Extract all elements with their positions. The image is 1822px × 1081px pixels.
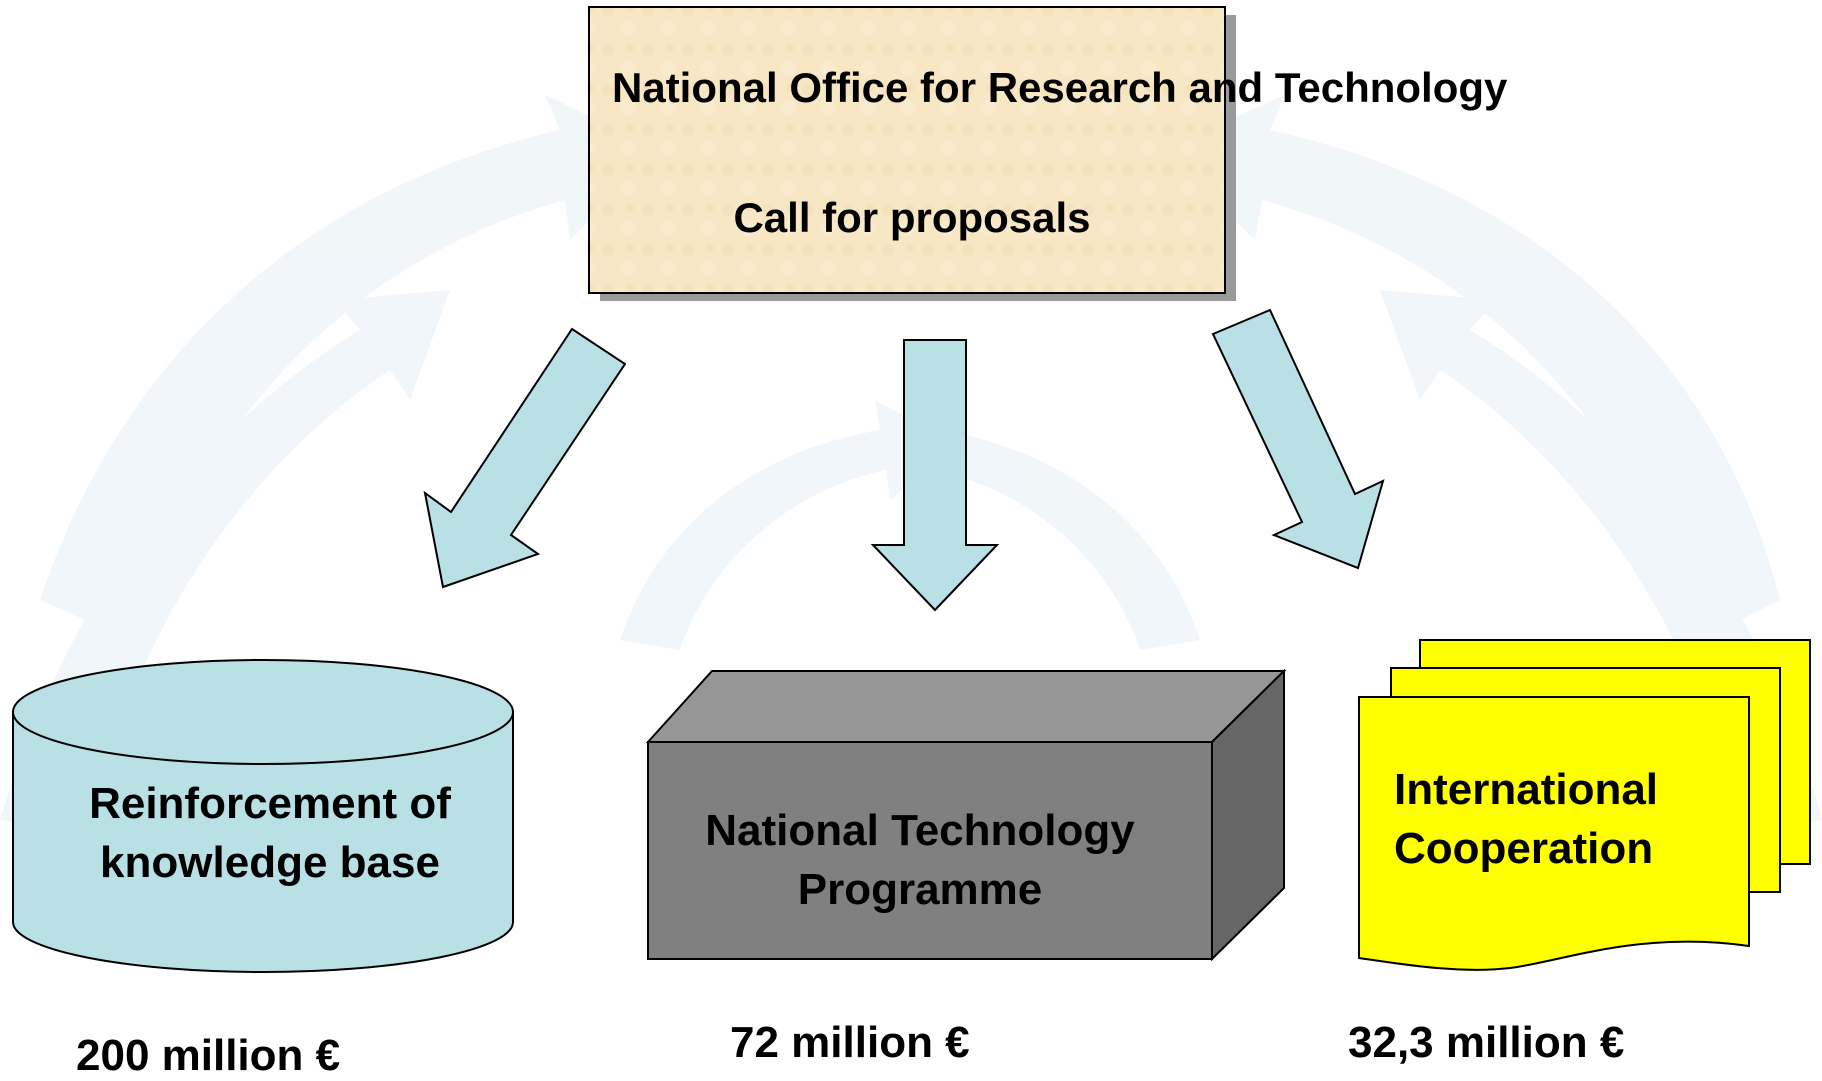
technology-programme-label: National Technology Programme <box>705 806 1135 914</box>
knowledge-base-amount: 200 million € <box>76 1031 341 1080</box>
office-title: National Office for Research and Technol… <box>612 64 1508 111</box>
international-cooperation-amount: 32,3 million € <box>1348 1018 1625 1067</box>
knowledge-base-cylinder <box>12 659 514 973</box>
arrow-right <box>1211 308 1385 570</box>
call-for-proposals-label: Call for proposals <box>733 194 1091 241</box>
technology-programme-amount: 72 million € <box>730 1018 970 1067</box>
arrow-left <box>423 327 627 589</box>
header-box <box>588 6 1226 294</box>
technology-programme-box <box>645 668 1287 962</box>
knowledge-base-label: Reinforcement of knowledge base <box>89 779 451 887</box>
international-cooperation-documents <box>1358 639 1811 971</box>
arrow-center <box>870 339 1000 612</box>
international-cooperation-label: International Cooperation <box>1394 765 1659 873</box>
